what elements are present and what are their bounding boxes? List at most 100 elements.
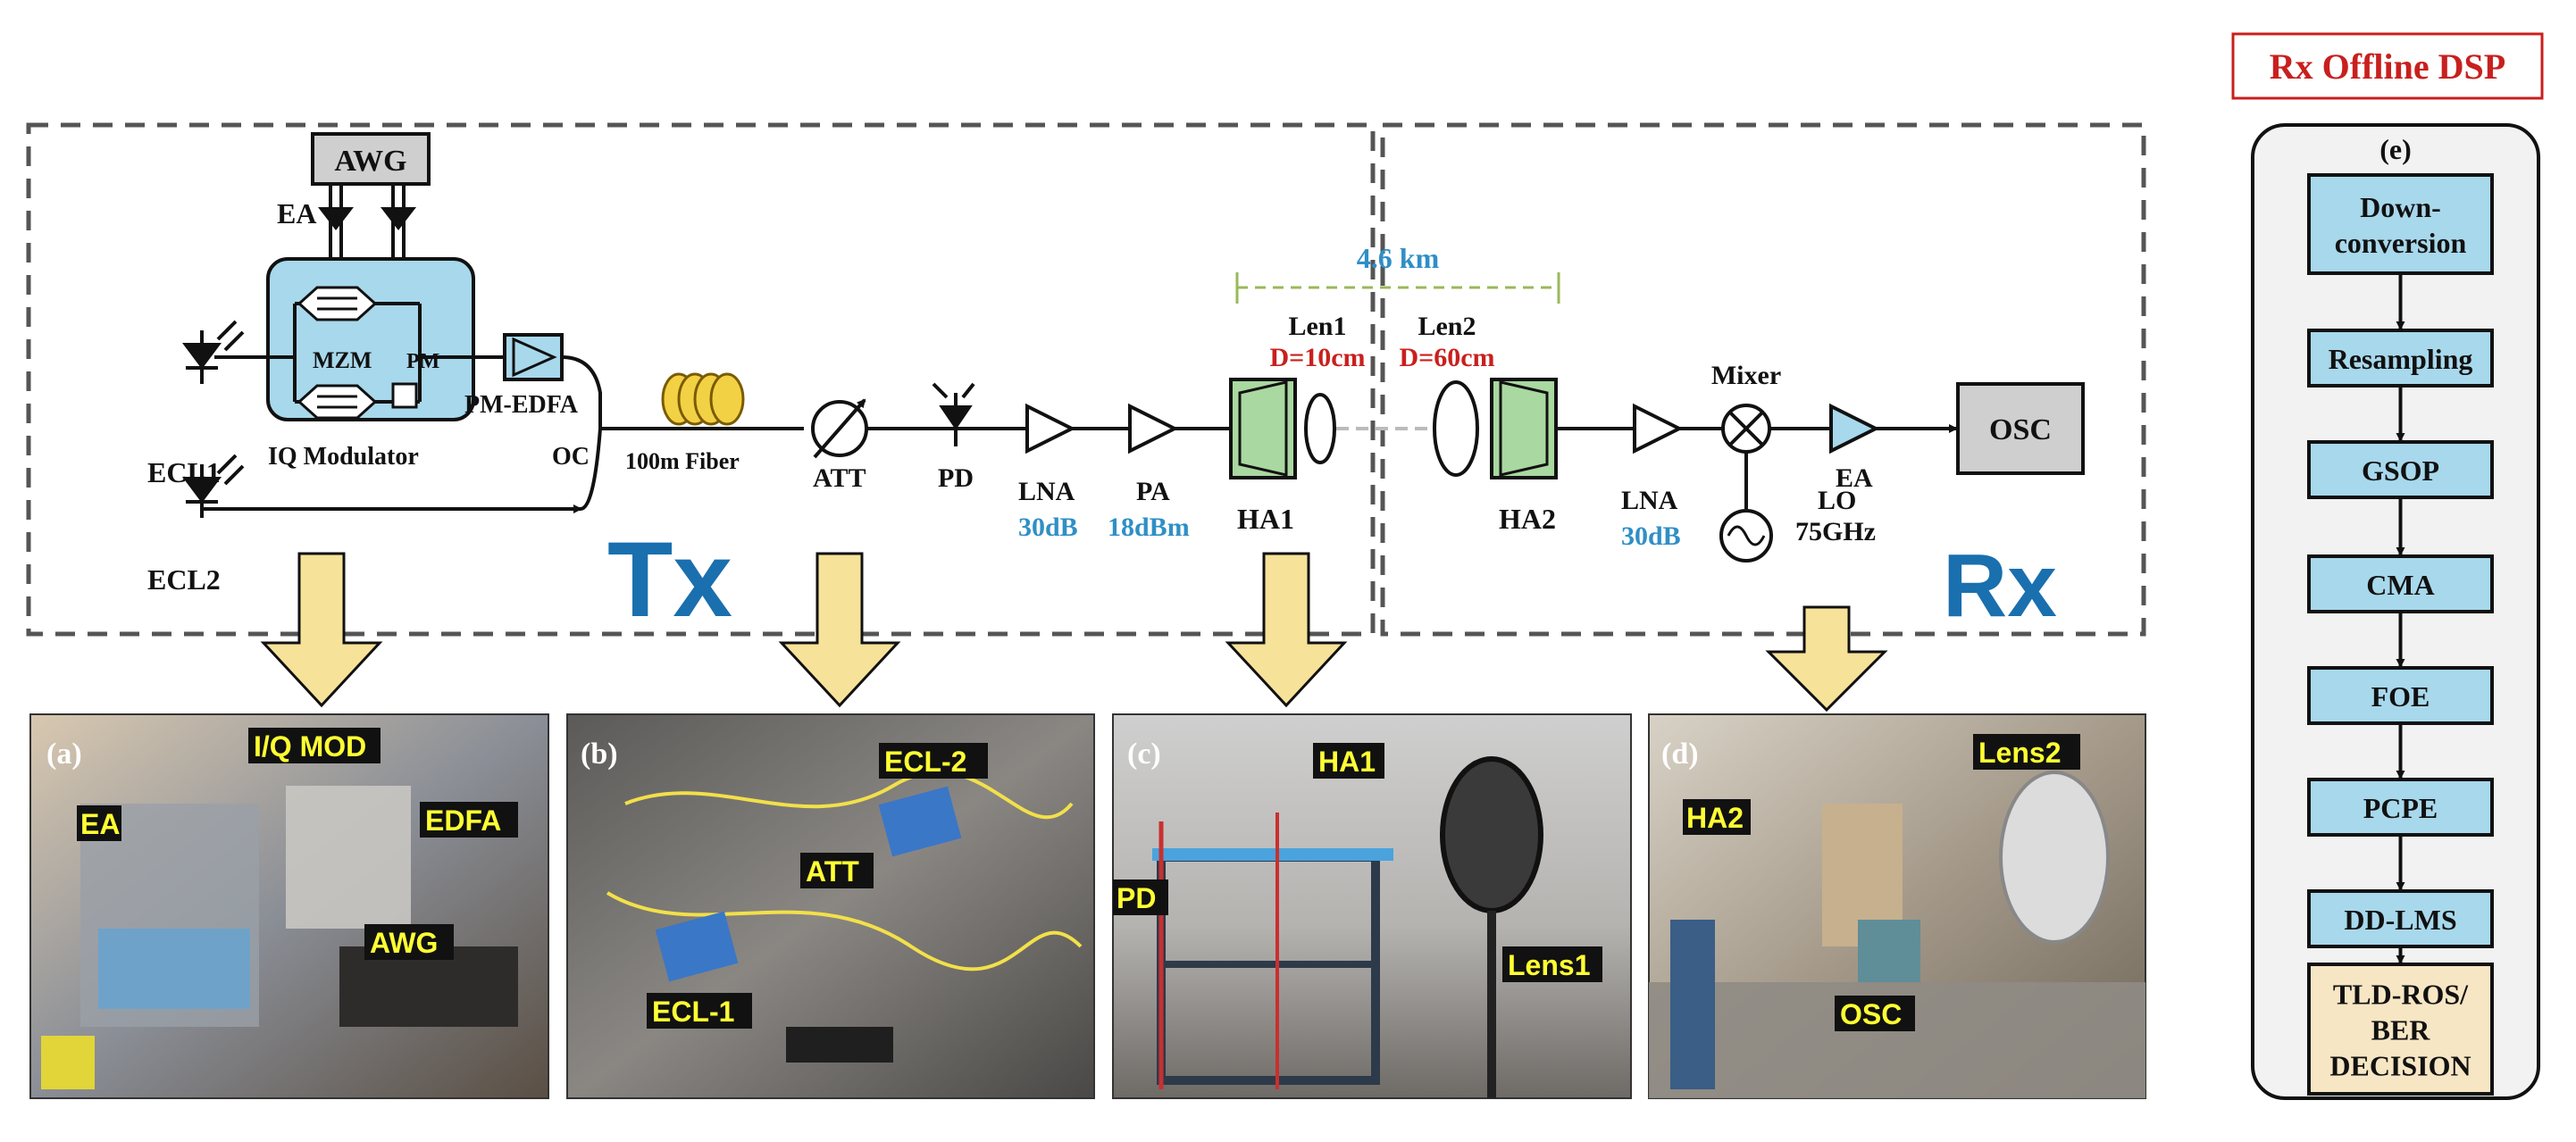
iq-modulator-box: [266, 257, 475, 421]
arrow-to-photo-a: [260, 552, 383, 708]
ea-label: EA: [277, 197, 316, 229]
ea-triangle-1: [318, 207, 354, 230]
len2-diameter: D=60cm: [1399, 343, 1494, 372]
arrow-to-photo-d: [1765, 605, 1888, 713]
dsp-step-box: [2307, 889, 2494, 948]
len1-diameter: D=10cm: [1269, 343, 1365, 372]
photo-d-label-ha2: HA2: [1686, 802, 1744, 834]
rx-region: [1380, 122, 2146, 637]
len2-label: Len2: [1418, 312, 1476, 341]
att-label: ATT: [813, 463, 866, 493]
oc-label: OC: [552, 443, 590, 471]
ha2-horn-inner: [1499, 380, 1549, 477]
photo-a: (a) I/Q MOD EA EDFA AWG: [29, 713, 549, 1099]
lo-label: LO: [1818, 486, 1856, 515]
mzm-bottom-icon: [297, 384, 378, 420]
pa-label: PA: [1136, 477, 1170, 506]
ecl1-laser-icon: [182, 320, 245, 384]
photo-c-label-lens1: Lens1: [1508, 949, 1590, 981]
oc-coupler: [561, 355, 602, 511]
ha1-horn: [1229, 378, 1297, 479]
ea-triangle-2: [381, 207, 416, 230]
pd-label: PD: [938, 463, 974, 493]
lna-rx-label: LNA: [1621, 486, 1678, 515]
rx-label: Rx: [1943, 536, 2057, 636]
dsp-step-label: DECISION: [2329, 1050, 2471, 1082]
pa-triangle: [1128, 403, 1179, 454]
arrow-to-photo-c: [1225, 552, 1348, 708]
lo-sine: [1727, 525, 1766, 546]
distance-label: 4.6 km: [1357, 242, 1440, 274]
lo-freq: 75GHz: [1795, 517, 1876, 546]
dsp-step-label: Resampling: [2329, 343, 2473, 375]
dsp-step-label: CMA: [2366, 569, 2434, 601]
photo-d-label-osc: OSC: [1840, 998, 1902, 1030]
lna-rx-triangle: [1633, 403, 1684, 454]
iq-modulator-label: IQ Modulator: [268, 443, 419, 471]
osc-label: OSC: [1989, 413, 2052, 446]
dsp-step-box: [2307, 963, 2494, 1096]
ecl2-label: ECL2: [147, 563, 221, 596]
pm-label: PM: [406, 350, 439, 373]
len2-lens: [1433, 380, 1479, 477]
dsp-step-label: PCPE: [2363, 792, 2438, 824]
dsp-title-box: [2231, 32, 2544, 100]
dsp-steps: Down-conversionResamplingGSOPCMAFOEPCPED…: [2307, 173, 2494, 1096]
photo-a-label-awg: AWG: [370, 927, 438, 959]
awg-label: AWG: [334, 145, 406, 178]
dsp-panel-letter: (e): [2379, 133, 2412, 165]
photo-a-label-edfa: EDFA: [425, 804, 501, 837]
pm-edfa-triangle: [512, 337, 557, 378]
ea-rx-label: EA: [1836, 463, 1873, 493]
dsp-step-box: [2307, 440, 2494, 499]
lna-tx-label: LNA: [1018, 477, 1075, 506]
dsp-step-box: [2307, 329, 2494, 388]
dsp-step-label: TLD-ROS/: [2333, 979, 2469, 1011]
tx-label: Tx: [607, 520, 732, 639]
dsp-step-label: BER: [2371, 1014, 2431, 1046]
photo-a-letter: (a): [46, 738, 82, 771]
photo-d-letter: (d): [1661, 738, 1699, 771]
dsp-step-label: FOE: [2371, 680, 2430, 713]
photo-b-label-ecl2: ECL-2: [884, 746, 966, 778]
lna-tx-triangle: [1025, 403, 1076, 454]
photo-b-label-att: ATT: [806, 855, 859, 888]
ha1-label: HA1: [1237, 503, 1294, 535]
pd-icon: [932, 382, 975, 446]
att-arrow: [813, 398, 866, 459]
photo-b-letter: (b): [581, 738, 618, 771]
pm-square: [391, 382, 418, 409]
mixer-label: Mixer: [1711, 361, 1781, 390]
osc-box: [1956, 382, 2085, 475]
dsp-step-label: GSOP: [2362, 454, 2439, 487]
photo-b: (b) ECL-2 ATT ECL-1: [566, 713, 1095, 1099]
dsp-step-box: [2307, 173, 2494, 275]
tx-region: [26, 122, 1376, 637]
photo-d-label-lens2: Lens2: [1978, 737, 2061, 769]
photo-d: (d) Lens2 HA2 OSC: [1648, 713, 2146, 1099]
fiber-spool-icon: [661, 372, 745, 426]
photo-c-label-ha1: HA1: [1318, 746, 1376, 778]
ea-rx-triangle: [1829, 403, 1880, 454]
mzm-label: MZM: [313, 347, 372, 373]
dsp-step-box: [2307, 778, 2494, 837]
photo-c-letter: (c): [1127, 738, 1161, 771]
pm-edfa-label: PM-EDFA: [464, 391, 579, 419]
photo-c-label-pd: PD: [1117, 882, 1156, 914]
mzm-top-icon: [297, 286, 378, 321]
ha2-horn: [1490, 378, 1558, 479]
lna-tx-gain: 30dB: [1018, 513, 1078, 542]
dsp-title: Rx Offline DSP: [2270, 46, 2505, 87]
photo-a-label-iq-mod: I/Q MOD: [254, 730, 366, 763]
ha2-label: HA2: [1499, 503, 1556, 535]
fiber-label: 100m Fiber: [625, 448, 740, 474]
photo-a-label-ea: EA: [80, 808, 120, 840]
photo-c: (c) HA1 PD Lens1: [1112, 713, 1632, 1099]
dsp-step-label: DD-LMS: [2344, 904, 2456, 936]
lna-rx-gain: 30dB: [1621, 521, 1681, 551]
dsp-step-label: Down-: [2360, 191, 2441, 223]
photo-b-label-ecl1: ECL-1: [652, 996, 734, 1028]
len1-lens: [1304, 393, 1336, 464]
arrow-to-photo-b: [778, 552, 901, 708]
